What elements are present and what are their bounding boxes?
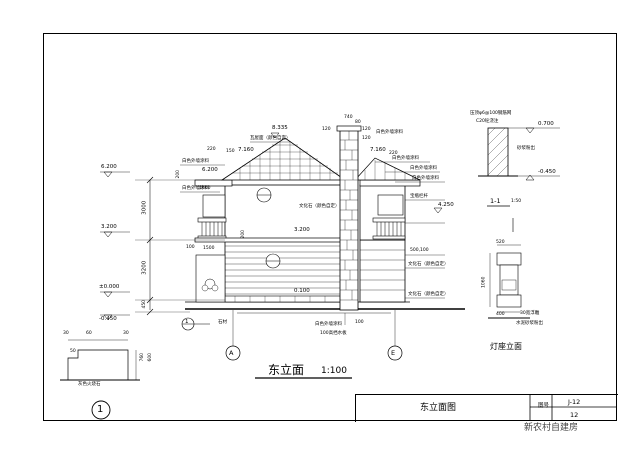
level-0100: 0.100 bbox=[294, 288, 310, 294]
note-stone-2: 文化石（颜色自定） bbox=[408, 262, 449, 267]
axis-a: A bbox=[229, 349, 234, 357]
dim-200b: 200 bbox=[241, 229, 247, 239]
note-white-1: 白色外墙涂料 bbox=[376, 130, 403, 135]
dim-100b: 100 bbox=[355, 320, 364, 325]
note-white-bottom: 白色外墙涂料 bbox=[315, 322, 342, 327]
note-gutter: 100高挡水板 bbox=[320, 331, 347, 336]
note-white-2: 白色外墙涂料 bbox=[392, 156, 419, 161]
main-scale: 1:100 bbox=[321, 366, 347, 376]
section-scale: 1:50 bbox=[511, 199, 522, 204]
ground-floor-wall bbox=[224, 239, 346, 303]
dim-400: 400 bbox=[496, 312, 505, 317]
note-white-4: 白色外墙涂料 bbox=[412, 176, 439, 181]
dim-600: 600 bbox=[148, 352, 154, 362]
title-block bbox=[355, 394, 618, 422]
level-7160-left: 7.160 bbox=[238, 147, 254, 153]
note-stone-3: 文化石（颜色自定） bbox=[408, 292, 449, 297]
note-stone-pad: 石材 bbox=[218, 320, 227, 325]
dim-80: 80 bbox=[355, 120, 361, 125]
dim-30b: 30 bbox=[123, 331, 129, 336]
note-lamp-1: 压顶φ6@100钢筋网 bbox=[470, 111, 512, 116]
dim-3200: 3200 bbox=[141, 260, 148, 275]
level-3200-b: 3.200 bbox=[294, 227, 310, 233]
dim-150: 150 bbox=[226, 149, 235, 154]
dim-60: 60 bbox=[86, 331, 92, 336]
note-white-3: 白色外墙涂料 bbox=[410, 166, 437, 171]
level-0700: 0.700 bbox=[538, 121, 554, 127]
dim-3000: 3000 bbox=[141, 200, 148, 215]
note-lamp-5: 水泥砂浆粉出 bbox=[516, 321, 543, 326]
level-minus-0450: -0.450 bbox=[538, 169, 556, 175]
lamp-title: 灯座立面 bbox=[490, 342, 522, 351]
note-tile: 瓦屋面（颜色自定） bbox=[250, 136, 291, 141]
dim-1600: 1600 bbox=[199, 186, 211, 191]
note-lamp-2: C20砼浇注 bbox=[476, 119, 499, 124]
dim-120b: 120 bbox=[362, 136, 371, 141]
section-label: 1-1 bbox=[490, 197, 501, 205]
level-ground: ±0.000 bbox=[99, 284, 120, 290]
main-title: 东立面 bbox=[268, 363, 305, 377]
second-floor-wall bbox=[224, 184, 346, 241]
dim-200a: 200 bbox=[176, 169, 182, 179]
note-lamp-4: 30宽浮雕 bbox=[520, 311, 540, 316]
dim-500: 500,100 bbox=[410, 248, 429, 253]
dim-520: 520 bbox=[496, 240, 505, 245]
sheet-label: 图号 bbox=[538, 403, 550, 409]
level-6200-b: 6.200 bbox=[202, 167, 218, 173]
dim-220a: 220 bbox=[207, 147, 216, 152]
level-6200: 6.200 bbox=[101, 164, 117, 170]
cut-marker: 1 bbox=[185, 319, 189, 325]
watermark: 新农村自建房 bbox=[524, 423, 579, 433]
axis-e: E bbox=[391, 349, 396, 357]
level-7160-right: 7.160 bbox=[370, 147, 386, 153]
dim-30a: 30 bbox=[63, 331, 69, 336]
level-4250: 4.250 bbox=[438, 202, 454, 208]
note-lamp-3: 砂浆粉出 bbox=[517, 146, 535, 151]
dim-740: 740 bbox=[344, 115, 353, 120]
dim-50: 50 bbox=[70, 349, 76, 354]
drawing-frame bbox=[43, 33, 617, 421]
dim-1060: 1060 bbox=[481, 276, 487, 288]
dim-1500: 1500 bbox=[203, 246, 215, 251]
level-3200: 3.200 bbox=[101, 224, 117, 230]
detail-circle-label: 1 bbox=[97, 404, 104, 415]
note-stone-1: 文化石（颜色自定） bbox=[299, 204, 340, 209]
dim-760: 760 bbox=[140, 352, 146, 362]
note-steps: 灰色火烧石 bbox=[78, 382, 101, 387]
dim-450: 450 bbox=[142, 299, 148, 309]
sheet-title: 东立面图 bbox=[420, 403, 457, 413]
note-white-5: 白色外墙涂料 bbox=[182, 159, 209, 164]
dim-120c: 120 bbox=[322, 127, 331, 132]
dim-220b: 220 bbox=[389, 151, 398, 156]
level-ridge: 8.335 bbox=[272, 125, 288, 131]
note-white-6: 白色外墙涂料 bbox=[182, 186, 209, 191]
note-baluster: 宝瓶栏杆 bbox=[410, 194, 428, 199]
level-base: -0.450 bbox=[99, 316, 117, 322]
dim-100a: 100 bbox=[186, 245, 195, 250]
sheet-number: 12 bbox=[570, 411, 579, 419]
dim-120a: 120 bbox=[362, 127, 371, 132]
sheet-code: J-12 bbox=[568, 398, 581, 406]
